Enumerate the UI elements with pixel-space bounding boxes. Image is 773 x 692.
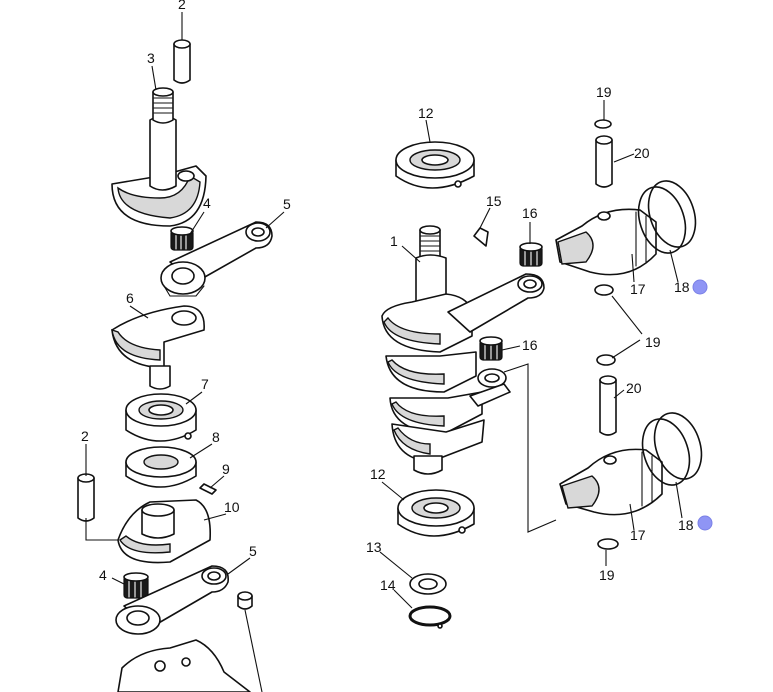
part-2-pin-top bbox=[173, 39, 191, 84]
callout-12: 12 bbox=[418, 105, 434, 121]
part-4-needle-bearing-lower bbox=[123, 572, 149, 599]
callout-19: 19 bbox=[596, 84, 612, 100]
part-6-crank-web bbox=[111, 305, 205, 390]
part-5-connecting-rod-upper bbox=[160, 221, 273, 297]
part-connecting-rod-right-upper bbox=[447, 273, 545, 333]
callout-2: 2 bbox=[178, 0, 186, 12]
part-17-piston-upper bbox=[555, 208, 657, 276]
part-9-dowel-pin bbox=[199, 483, 217, 495]
part-20-piston-pin-upper bbox=[595, 135, 613, 188]
callout-5: 5 bbox=[249, 543, 257, 559]
part-12-bearing-lower bbox=[397, 489, 475, 537]
callout-8: 8 bbox=[212, 429, 220, 445]
part-19-circlip-bottom bbox=[597, 538, 619, 550]
part-bottom-crank bbox=[117, 639, 251, 692]
part-20-piston-pin-lower bbox=[599, 375, 617, 436]
leader-lines bbox=[85, 12, 683, 609]
callout-18: 18 bbox=[674, 279, 690, 295]
part-7-ball-bearing bbox=[125, 393, 197, 442]
part-4-needle-bearing-upper bbox=[170, 226, 194, 251]
callout-14: 14 bbox=[380, 577, 396, 593]
callout-9: 9 bbox=[222, 461, 230, 477]
callout-labels: 2 3 4 5 6 7 8 2 9 10 5 4 12 15 1 16 16 1… bbox=[81, 0, 694, 593]
part-16-needle-bearing-upper bbox=[519, 242, 543, 267]
part-19-circlip-upper-lower bbox=[594, 284, 614, 296]
part-17-piston-lower bbox=[559, 448, 663, 516]
callout-12: 12 bbox=[370, 466, 386, 482]
callout-5: 5 bbox=[283, 196, 291, 212]
callout-17: 17 bbox=[630, 281, 646, 297]
callout-20: 20 bbox=[626, 380, 642, 396]
callout-19: 19 bbox=[599, 567, 615, 583]
hotspots bbox=[692, 279, 713, 531]
callout-4: 4 bbox=[99, 567, 107, 583]
callout-15: 15 bbox=[486, 193, 502, 209]
callout-1: 1 bbox=[390, 233, 398, 249]
callout-16: 16 bbox=[522, 205, 538, 221]
callout-18: 18 bbox=[678, 517, 694, 533]
callout-19: 19 bbox=[645, 334, 661, 350]
part-8-seal-ring bbox=[125, 446, 197, 488]
part-14-snap-ring bbox=[408, 605, 452, 629]
part-connecting-rod-right-lower bbox=[469, 363, 557, 533]
callout-4: 4 bbox=[203, 195, 211, 211]
callout-10: 10 bbox=[224, 499, 240, 515]
part-10-lower-crank bbox=[117, 499, 212, 564]
hotspot-dot-icon[interactable] bbox=[692, 279, 708, 295]
part-16-needle-bearing-lower bbox=[479, 336, 503, 361]
part-18-piston-rings-upper bbox=[637, 180, 697, 254]
part-13-washer bbox=[409, 573, 447, 595]
callout-6: 6 bbox=[126, 290, 134, 306]
callout-2: 2 bbox=[81, 428, 89, 444]
callout-13: 13 bbox=[366, 539, 382, 555]
callout-20: 20 bbox=[634, 145, 650, 161]
callout-3: 3 bbox=[147, 50, 155, 66]
part-lower-cap bbox=[237, 591, 263, 692]
part-5-connecting-rod-lower bbox=[115, 565, 229, 635]
hotspot-dot-icon[interactable] bbox=[697, 515, 713, 531]
part-12-bearing-upper bbox=[395, 141, 475, 189]
callout-16: 16 bbox=[522, 337, 538, 353]
part-3-upper-crank bbox=[111, 87, 207, 227]
part-1-crankshaft bbox=[381, 225, 485, 475]
part-19-circlip-top bbox=[594, 119, 612, 129]
part-15-key bbox=[473, 227, 489, 247]
part-2-pin-lower bbox=[77, 473, 118, 541]
part-19-circlip-mid bbox=[596, 354, 616, 366]
callout-17: 17 bbox=[630, 527, 646, 543]
callout-7: 7 bbox=[201, 376, 209, 392]
